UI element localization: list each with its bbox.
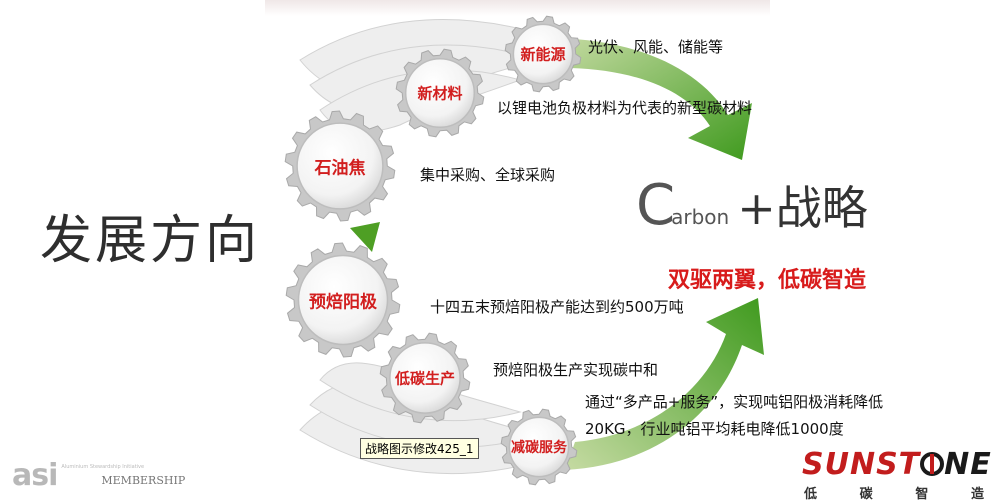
brand-cn-row: 低 碳 智 造 [804, 483, 984, 502]
gear-label-petroleum-coke: 石油焦 [314, 158, 366, 179]
gear-label-new-energy: 新能源 [520, 45, 566, 64]
sunstone-logo: SUNST NE 低 碳 智 造 [802, 447, 992, 502]
carbon-strategy-title: Carbon +战略 [636, 172, 868, 238]
gear-label-low-carbon-production: 低碳生产 [394, 369, 456, 388]
brand-o-icon [920, 451, 945, 477]
brand-cn-char: 碳 [859, 487, 873, 502]
brand-part2: NE [944, 447, 992, 482]
lower-green-arrow [565, 298, 764, 470]
top-decor-strip [265, 0, 770, 16]
desc-carbon-reduction-service-line1: 通过“多产品+服务”，实现吨铝阳极消耗降低 [585, 393, 884, 411]
gear-new-materials [395, 48, 485, 138]
gear-prebaked-anode [285, 242, 401, 358]
gear-petroleum-coke [284, 110, 396, 222]
asi-mark: asi [12, 458, 58, 493]
gear-new-energy [504, 15, 582, 93]
center-green-connector [350, 222, 380, 252]
desc-low-carbon-production: 预焙阳极生产实现碳中和 [493, 361, 659, 379]
carbon-big-letter: C [636, 173, 676, 238]
gear-low-carbon-production [379, 332, 471, 424]
asi-small-text: Aluminium Stewardship Initiative [61, 464, 145, 470]
gear-label-carbon-reduction-service: 减碳服务 [511, 440, 567, 456]
brand-cn-char: 智 [915, 487, 929, 502]
gear-carbon-reduction-service [500, 408, 578, 486]
membership-text: MEMBERSHIP [101, 474, 186, 487]
tooltip: 战略图示修改425_1 [360, 438, 479, 459]
brand-cn-char: 造 [970, 487, 984, 502]
brand-cn-char: 低 [804, 487, 818, 502]
strategy-suffix: +战略 [737, 181, 868, 235]
upper-green-arrow [555, 38, 752, 160]
brand-part1: SUNST [802, 447, 921, 482]
desc-carbon-reduction-service-line2: 20KG，行业吨铝平均耗电降低1000度 [585, 420, 844, 438]
desc-new-energy: 光伏、风能、储能等 [588, 38, 724, 56]
slogan: 双驱两翼，低碳智造 [668, 268, 867, 293]
desc-prebaked-anode: 十四五末预焙阳极产能达到约500万吨 [430, 298, 684, 316]
desc-petroleum-coke: 集中采购、全球采购 [420, 166, 556, 184]
gear-label-new-materials: 新材料 [417, 84, 463, 103]
development-direction-title: 发展方向 [40, 211, 261, 271]
gear-label-prebaked-anode: 预焙阳极 [309, 292, 377, 313]
carbon-small-text: arbon [671, 205, 730, 229]
desc-new-materials: 以锂电池负极材料为代表的新型碳材料 [497, 99, 753, 117]
